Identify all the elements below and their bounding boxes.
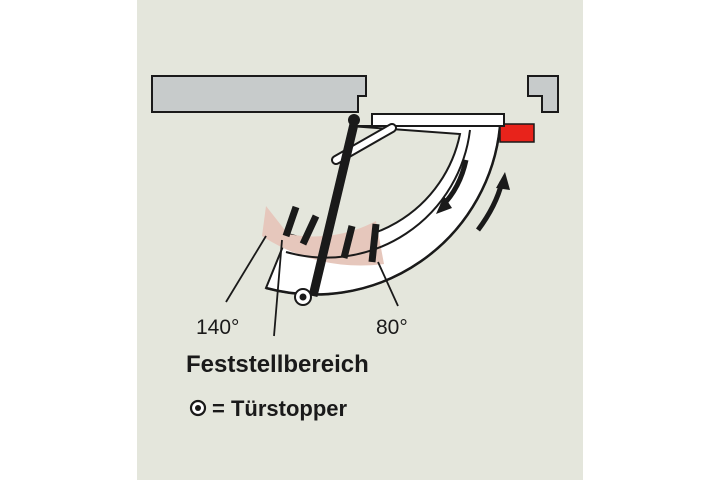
door-leaf — [308, 122, 359, 298]
end-stop — [499, 123, 535, 143]
leader-feststellbereich — [273, 239, 283, 337]
hold-open-zone — [262, 206, 384, 266]
door-stop-legend-text: = Türstopper — [212, 396, 348, 421]
leader-80 — [377, 261, 399, 307]
label-hold-open-range: Feststellbereich — [186, 351, 369, 378]
door-stop-legend-icon — [189, 399, 207, 417]
closer-rail — [371, 113, 505, 127]
label-80-degree: 80° — [376, 316, 408, 339]
arrow-down-left-icon — [436, 159, 469, 214]
label-140-degree: 140° — [196, 316, 239, 339]
arrow-up-right-icon — [475, 172, 510, 232]
wall-right — [527, 75, 559, 113]
hold-open-zone-stripes — [282, 205, 380, 263]
leader-140 — [225, 235, 267, 303]
door-stop-icon — [294, 288, 312, 306]
wall-left — [151, 75, 367, 113]
hinge-pivot — [348, 114, 360, 126]
